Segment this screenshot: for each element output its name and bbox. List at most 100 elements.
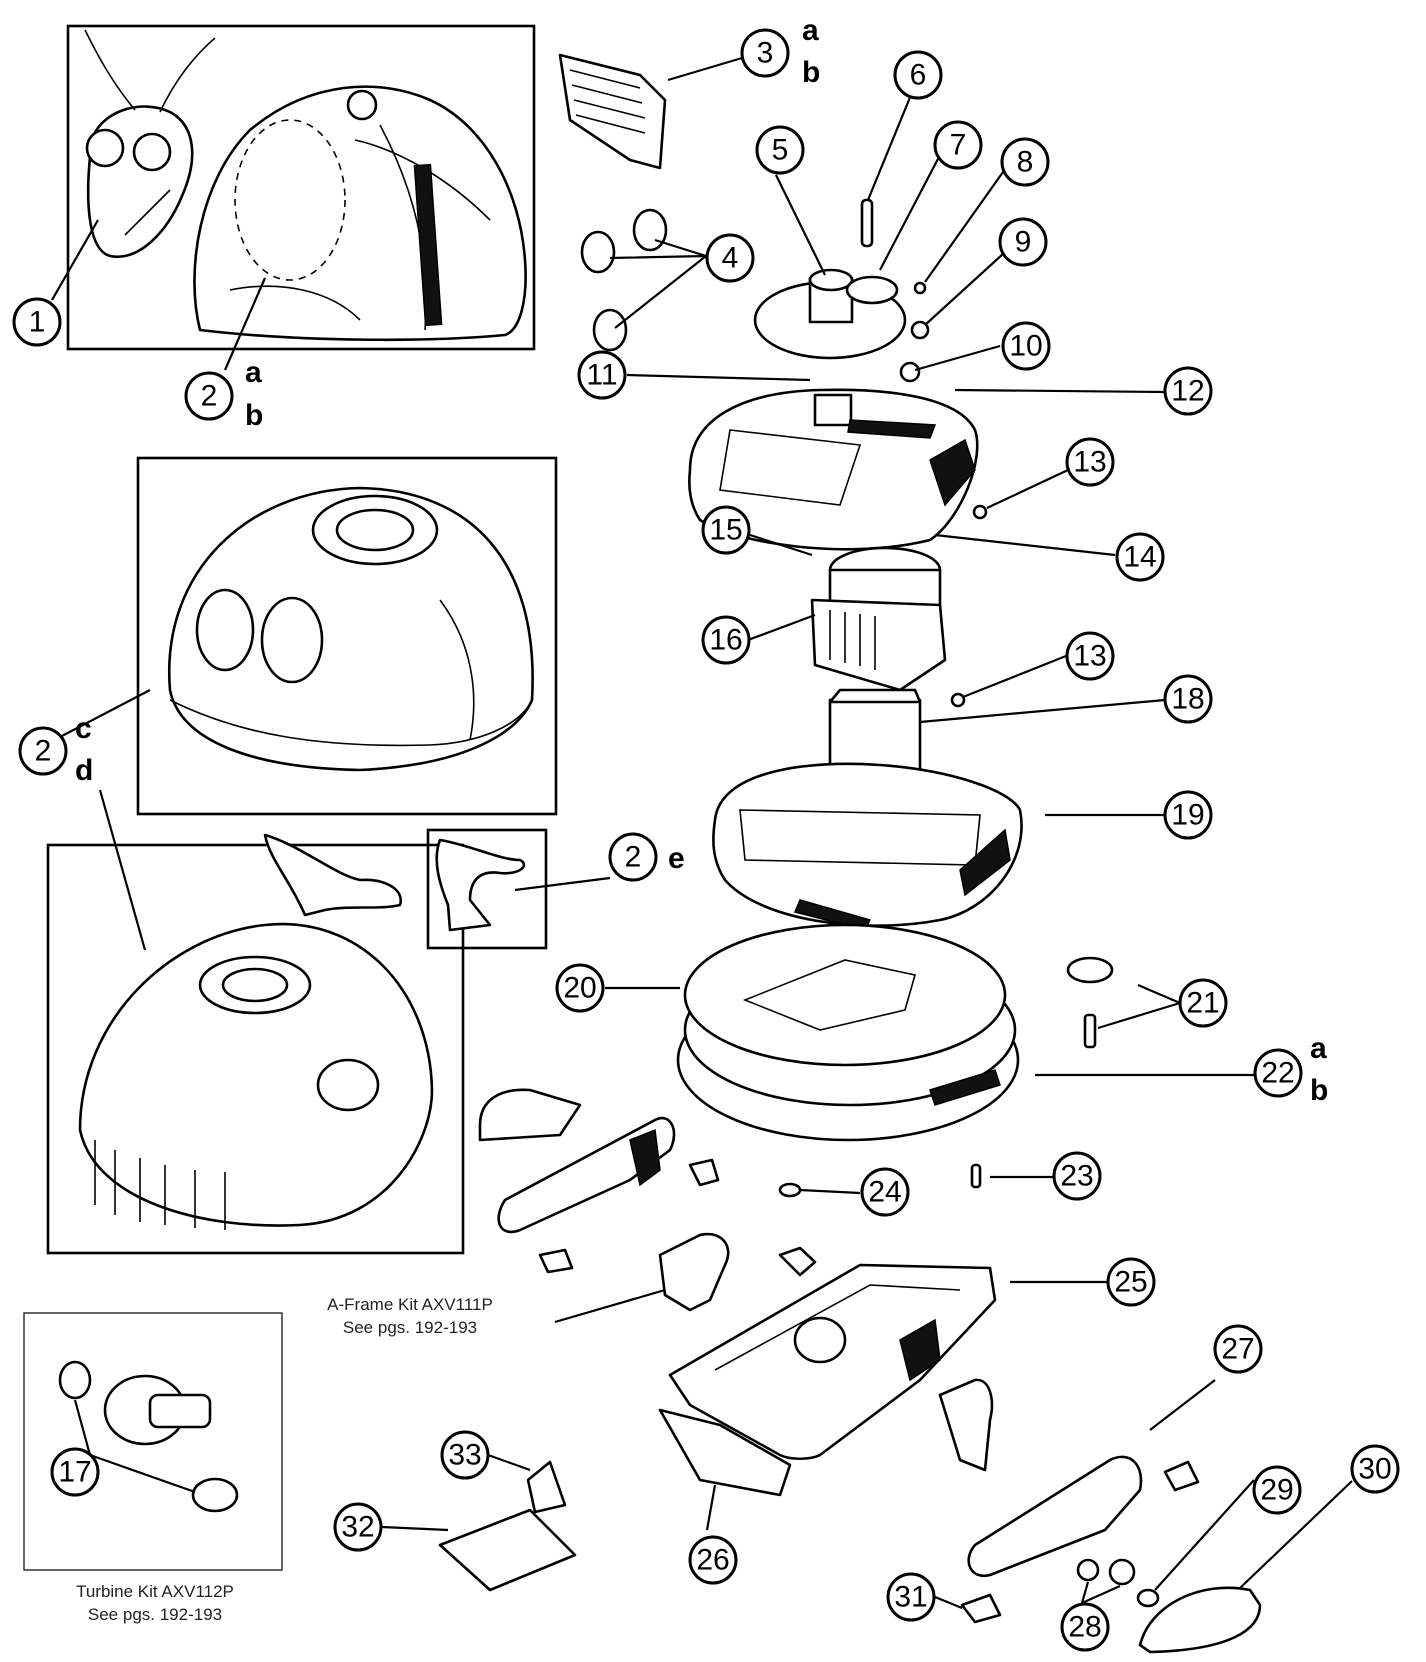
callout-21: 21 bbox=[1178, 978, 1228, 1028]
svg-text:2: 2 bbox=[35, 735, 52, 768]
turbine-kit-label: Turbine Kit AXV112P bbox=[76, 1582, 234, 1601]
callout-30: 30 bbox=[1350, 1444, 1400, 1494]
part-29-plug bbox=[1136, 1588, 1160, 1608]
part-1-bug-head bbox=[84, 29, 216, 259]
part-28-bushing bbox=[1108, 1558, 1136, 1586]
callout-13-upper: 13 bbox=[1065, 437, 1115, 487]
part-bracket-right-of-24 bbox=[778, 1246, 817, 1277]
part-32-plate bbox=[438, 1508, 577, 1592]
svg-text:32: 32 bbox=[341, 1511, 374, 1544]
callout-12: 12 bbox=[1163, 366, 1213, 416]
svg-text:16: 16 bbox=[709, 624, 742, 657]
suffix-2e-e: e bbox=[668, 842, 685, 875]
svg-text:25: 25 bbox=[1114, 1266, 1147, 1299]
part-7-small-gear bbox=[845, 275, 899, 305]
part-10-post bbox=[899, 361, 921, 383]
svg-text:26: 26 bbox=[696, 1544, 729, 1577]
part-21-screw bbox=[1083, 1013, 1097, 1049]
part-4-buttons bbox=[580, 208, 668, 352]
suffix-2cd-c: c bbox=[75, 712, 92, 745]
svg-text:2: 2 bbox=[201, 380, 218, 413]
callout-4: 4 bbox=[705, 233, 755, 283]
svg-text:15: 15 bbox=[709, 514, 742, 547]
callout-20: 20 bbox=[555, 963, 605, 1013]
callout-32: 32 bbox=[333, 1502, 383, 1552]
svg-text:18: 18 bbox=[1171, 683, 1204, 716]
svg-text:7: 7 bbox=[950, 129, 967, 162]
part-27-side-bumper-right bbox=[938, 1378, 1143, 1578]
part-13-fastener-upper bbox=[972, 504, 988, 520]
callout-10: 10 bbox=[1001, 321, 1051, 371]
svg-text:23: 23 bbox=[1060, 1160, 1093, 1193]
svg-text:30: 30 bbox=[1358, 1453, 1391, 1486]
svg-text:14: 14 bbox=[1123, 541, 1156, 574]
svg-text:13: 13 bbox=[1073, 446, 1106, 479]
suffix-22-b: b bbox=[1310, 1074, 1328, 1107]
svg-text:3: 3 bbox=[757, 37, 774, 70]
svg-text:8: 8 bbox=[1017, 146, 1034, 179]
part-2ab-bug-shell bbox=[193, 85, 527, 342]
callout-18: 18 bbox=[1163, 674, 1213, 724]
callout-27: 27 bbox=[1213, 1324, 1263, 1374]
callout-15: 15 bbox=[701, 505, 751, 555]
suffix-2ab-a: a bbox=[245, 356, 262, 389]
aframe-kit-label: A-Frame Kit AXV111P bbox=[327, 1295, 493, 1314]
callout-29: 29 bbox=[1252, 1465, 1302, 1515]
part-25-chassis bbox=[668, 1263, 997, 1461]
inset-frame-turbine-kit bbox=[23, 1312, 283, 1571]
part-23-screw bbox=[970, 1163, 982, 1189]
callout-2e: 2 bbox=[608, 832, 658, 882]
svg-text:17: 17 bbox=[58, 1456, 91, 1489]
svg-text:4: 4 bbox=[722, 242, 739, 275]
callout-26: 26 bbox=[688, 1535, 738, 1585]
suffix-2ab-b: b bbox=[245, 399, 263, 432]
inset-frame-whale-top bbox=[46, 843, 465, 1255]
callout-8: 8 bbox=[1000, 137, 1050, 187]
callout-7: 7 bbox=[933, 120, 983, 170]
svg-text:11: 11 bbox=[586, 359, 617, 392]
callout-17: 17 bbox=[50, 1447, 100, 1497]
svg-text:20: 20 bbox=[563, 972, 596, 1005]
a-frame-kit-part bbox=[658, 1232, 730, 1312]
turbine-kit-pages: See pgs. 192-193 bbox=[88, 1605, 222, 1624]
suffix-3-b: b bbox=[802, 56, 820, 89]
svg-text:19: 19 bbox=[1171, 799, 1204, 832]
part-2e-whale-tail bbox=[435, 838, 526, 932]
part-8-screw bbox=[913, 281, 927, 295]
svg-text:22: 22 bbox=[1261, 1057, 1294, 1090]
part-13-fastener-lower bbox=[950, 692, 966, 708]
part-2d-whale-top bbox=[78, 833, 434, 1230]
svg-text:28: 28 bbox=[1068, 1611, 1101, 1644]
svg-text:12: 12 bbox=[1171, 375, 1204, 408]
part-24-nut bbox=[778, 1182, 802, 1198]
callout-14: 14 bbox=[1115, 532, 1165, 582]
part-19-lower-housing bbox=[712, 762, 1023, 931]
callout-24: 24 bbox=[860, 1167, 910, 1217]
svg-text:5: 5 bbox=[772, 134, 789, 167]
leader-lines bbox=[36, 56, 1353, 1610]
inset-frame-whale-tail bbox=[426, 828, 548, 950]
inset-frame-bug-top bbox=[66, 24, 536, 351]
svg-text:2: 2 bbox=[625, 841, 642, 874]
callout-9: 9 bbox=[998, 217, 1048, 267]
inset-frame-ladybug-top bbox=[136, 456, 558, 816]
aframe-kit-pages: See pgs. 192-193 bbox=[343, 1318, 477, 1337]
part-clip-lower-left bbox=[538, 1248, 574, 1274]
callout-23: 23 bbox=[1052, 1151, 1102, 1201]
callout-16: 16 bbox=[701, 615, 751, 665]
turbine-kit-drawing bbox=[58, 1360, 239, 1513]
svg-text:10: 10 bbox=[1009, 330, 1042, 363]
callout-6: 6 bbox=[893, 50, 943, 100]
svg-text:6: 6 bbox=[910, 59, 927, 92]
part-21-cap bbox=[1066, 956, 1114, 984]
part-33-cone bbox=[526, 1460, 567, 1514]
callout-2ab: 2 bbox=[184, 371, 234, 421]
part-28-washer bbox=[1076, 1558, 1100, 1582]
callout-28: 28 bbox=[1060, 1602, 1110, 1652]
svg-text:21: 21 bbox=[1186, 987, 1219, 1020]
part-2c-ladybug-top bbox=[167, 486, 534, 772]
svg-text:31: 31 bbox=[894, 1581, 927, 1614]
svg-text:33: 33 bbox=[448, 1439, 481, 1472]
callout-5: 5 bbox=[755, 125, 805, 175]
